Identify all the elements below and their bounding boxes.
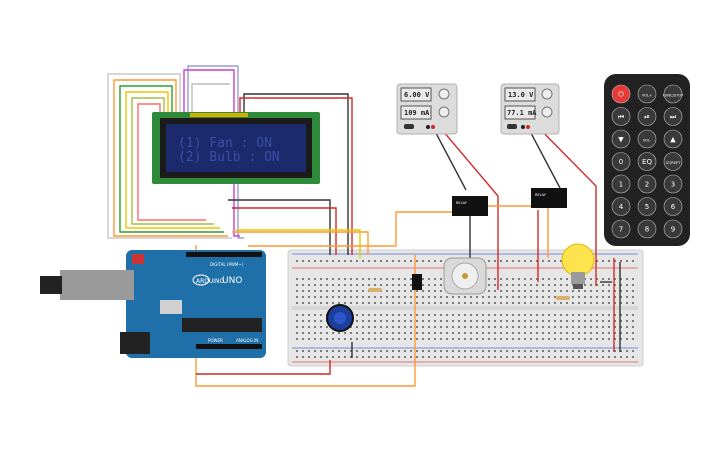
- remote-button-1-2[interactable]: ⏭: [663, 107, 683, 126]
- remote-button-0-2[interactable]: FUNC/STOP: [663, 84, 684, 104]
- supply-2-switch[interactable]: [507, 124, 517, 129]
- remote-button-label: 7: [619, 226, 623, 234]
- remote-button-4-0[interactable]: 1: [611, 174, 631, 194]
- remote-button-label: 1: [619, 181, 623, 189]
- remote-button-label: ⏻: [618, 91, 624, 99]
- usb-cable: [40, 276, 62, 294]
- remote-button-label: ▲: [670, 136, 676, 144]
- remote-button-label: ⏮: [618, 113, 624, 121]
- remote-button-label: ⏯: [644, 113, 650, 121]
- lcd-line-2: (2) Bulb : ON: [178, 150, 280, 165]
- remote-button-2-2[interactable]: ▲: [663, 129, 683, 149]
- remote-button-5-1[interactable]: 5: [637, 197, 657, 216]
- remote-button-label: 2: [645, 181, 649, 189]
- remote-button-label: 9: [671, 226, 675, 234]
- remote-button-label: ▼: [618, 136, 624, 144]
- remote-button-label: 8: [645, 226, 649, 234]
- remote-button-0-0[interactable]: ⏻: [611, 84, 631, 104]
- resistor-1: [368, 288, 382, 292]
- remote-button-label: 4: [619, 203, 624, 211]
- remote-button-label: 6: [671, 203, 676, 211]
- remote-button-6-0[interactable]: 7: [611, 219, 631, 239]
- remote-button-0-1[interactable]: VOL+: [637, 84, 657, 104]
- remote-button-label: 0: [619, 158, 623, 166]
- dc-motor: [443, 257, 487, 295]
- lcd-module: (1) Fan : ON (2) Bulb : ON: [152, 112, 320, 184]
- remote-button-4-1[interactable]: 2: [637, 174, 657, 194]
- current-knob-icon[interactable]: [541, 106, 553, 118]
- supply-2-current: 77.1 mA: [507, 109, 537, 117]
- power-supply-2[interactable]: 13.0 V 77.1 mA: [500, 83, 560, 135]
- light-bulb: [561, 243, 595, 289]
- current-knob-icon[interactable]: [438, 106, 450, 118]
- remote-button-label: 3: [671, 181, 675, 189]
- remote-button-label: ST/REPT: [666, 161, 682, 165]
- remote-button-2-0[interactable]: ▼: [611, 129, 631, 149]
- arduino-uno: DIGITAL (PWM~) ARDUINO UNO POWER ANALOG …: [40, 250, 266, 358]
- power-label: POWER: [208, 338, 223, 343]
- voltage-knob-icon[interactable]: [438, 88, 450, 100]
- dc-jack: [120, 332, 150, 354]
- ir-receiver: [412, 274, 422, 290]
- remote-button-label: 5: [645, 203, 649, 211]
- digital-label: DIGITAL (PWM~): [210, 262, 244, 267]
- remote-button-5-0[interactable]: 4: [611, 197, 631, 216]
- lcd-ribbon-wires: [107, 65, 244, 239]
- remote-button-6-2[interactable]: 9: [663, 219, 683, 239]
- remote-button-label: VOL+: [642, 94, 652, 98]
- remote-button-label: EQ: [642, 158, 652, 166]
- remote-button-2-1[interactable]: VOL-: [637, 129, 657, 149]
- supply-2-voltage: 13.0 V: [508, 91, 534, 99]
- remote-button-1-1[interactable]: ⏯: [637, 107, 657, 126]
- svg-text:RELAY: RELAY: [535, 193, 547, 197]
- lcd-line-1: (1) Fan : ON: [178, 136, 272, 151]
- power-supply-1[interactable]: 6.00 V 109 mA: [396, 83, 458, 135]
- remote-button-4-2[interactable]: 3: [663, 174, 683, 194]
- remote-button-1-0[interactable]: ⏮: [611, 107, 631, 126]
- relay-2: RELAY: [531, 188, 567, 208]
- usb-connector: [60, 270, 134, 300]
- arduino-brand: ARDUINO: [196, 278, 225, 285]
- remote-button-5-2[interactable]: 6: [663, 197, 683, 216]
- reset-button[interactable]: [132, 254, 144, 264]
- remote-button-3-1[interactable]: EQ: [637, 152, 657, 171]
- arduino-model: UNO: [222, 276, 242, 286]
- potentiometer[interactable]: [326, 304, 354, 332]
- resistor-2: [556, 296, 570, 300]
- relay-1: RELAY: [452, 196, 488, 216]
- remote-button-3-0[interactable]: 0: [611, 152, 631, 171]
- atmega-chip: [182, 318, 262, 332]
- analog-label: ANALOG IN: [236, 338, 258, 343]
- supply-1-voltage: 6.00 V: [404, 91, 430, 99]
- remote-button-label: FUNC/STOP: [663, 94, 684, 98]
- voltage-knob-icon[interactable]: [541, 88, 553, 100]
- remote-button-3-2[interactable]: ST/REPT: [663, 152, 683, 171]
- svg-text:RELAY: RELAY: [456, 201, 468, 205]
- remote-button-label: VOL-: [643, 139, 652, 143]
- supply-1-switch[interactable]: [404, 124, 414, 129]
- supply-1-current: 109 mA: [404, 109, 430, 117]
- remote-button-label: ⏭: [670, 113, 677, 121]
- lcd-pins: [190, 113, 248, 117]
- ir-remote: ⏻ VOL+ FUNC/STOP ⏮ ⏯ ⏭ ▼ VOL- ▲ 0 EQ ST/REPT 1 2 3 4 5 6 7…: [604, 74, 690, 246]
- remote-button-6-1[interactable]: 8: [637, 219, 657, 239]
